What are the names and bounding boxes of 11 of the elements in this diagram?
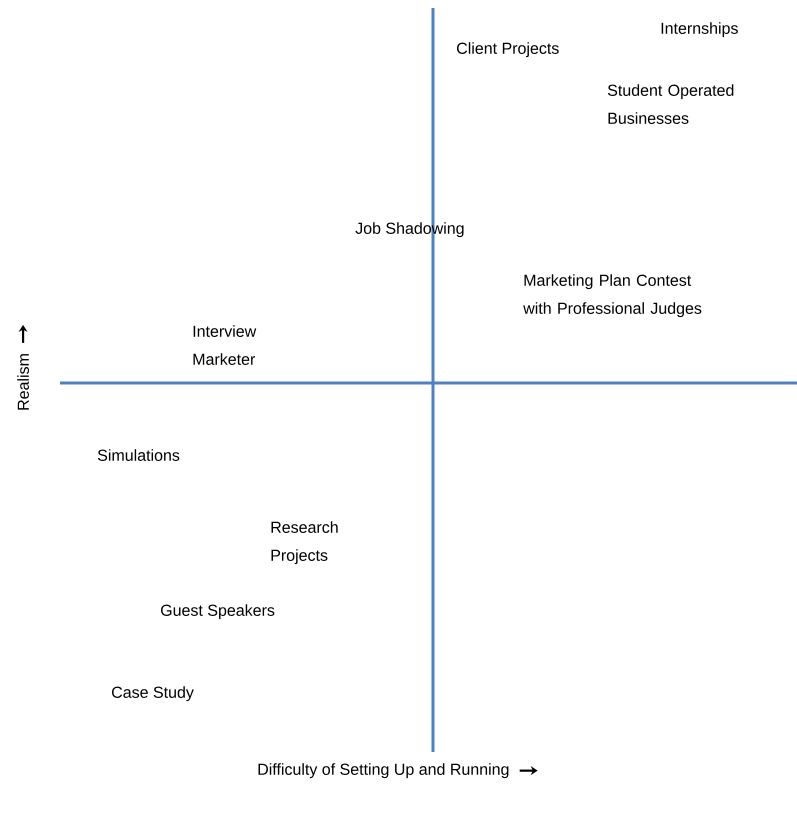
activity-label: Simulations xyxy=(98,449,180,461)
activity-label: Student Operated Businesses xyxy=(608,84,734,124)
activity-label: Case Study xyxy=(112,686,194,702)
axis-label: Difficulty of Setting Up and Running xyxy=(258,763,508,778)
activity-label: Research Projects xyxy=(272,521,338,564)
activity-label: Marketing Plan Contest with Professional Judges xyxy=(523,274,702,318)
activity-label: Interview Marketer xyxy=(194,325,256,365)
activity-label: Guest Speakers xyxy=(161,604,274,620)
activity-label: Internships xyxy=(662,22,738,38)
activity-label: Client Projects xyxy=(457,42,559,58)
axis-label: Realism xyxy=(17,354,29,410)
